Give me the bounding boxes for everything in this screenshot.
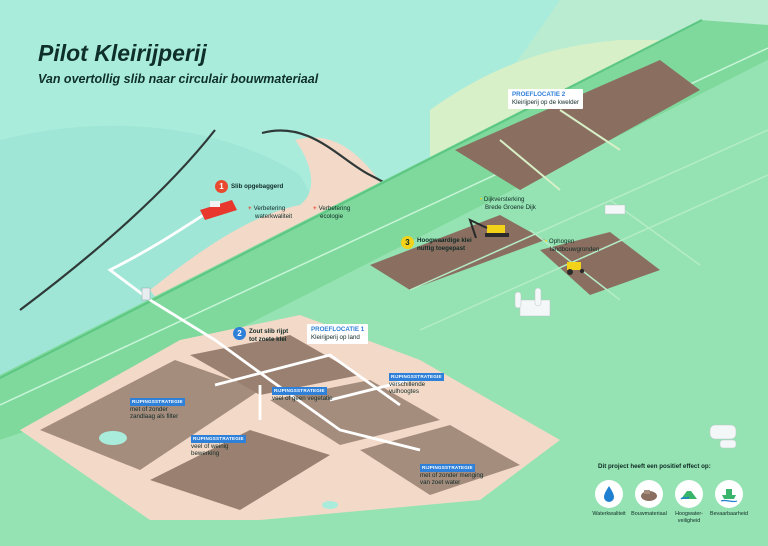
excavator-icon [468, 218, 509, 239]
farmland-plot [540, 232, 660, 295]
pump-station [141, 287, 151, 301]
step-1-text: Slib opgebaggerd [231, 183, 284, 190]
effect-flood-safety: Hoogwater-veiligheid [666, 480, 712, 524]
dike-safety-icon [680, 491, 697, 500]
breakwater-left [19, 129, 216, 311]
pipeline [107, 210, 421, 452]
marsh-plots [455, 60, 700, 190]
page-title: Pilot Kleirijperij [38, 40, 207, 66]
step-3-badge: 3 [401, 236, 414, 249]
effect-building-material: Bouwmateriaal [626, 480, 672, 518]
ship-navigation-icon [720, 489, 738, 503]
step-2-badge: 2 [233, 327, 246, 340]
step-1-badge: 1 [215, 180, 228, 193]
effect-water-quality: Waterkwaliteit [586, 480, 632, 518]
clay-material-icon [641, 490, 657, 501]
pond [322, 501, 338, 509]
pond [99, 431, 127, 445]
water-drop-icon [604, 486, 614, 502]
effects-title: Dit project heeft een positief effect op… [598, 463, 711, 470]
page-subtitle: Van overtollig slib naar circulair bouwm… [38, 72, 319, 86]
plus-icon: + [248, 205, 252, 212]
sea-shallows [0, 125, 330, 390]
effect-navigability: Bevaarbaarheid [706, 480, 752, 518]
tractor-icon [567, 262, 585, 275]
dredging-ship-icon [200, 200, 237, 220]
farm-buildings [514, 204, 737, 449]
plus-icon: + [313, 205, 317, 212]
